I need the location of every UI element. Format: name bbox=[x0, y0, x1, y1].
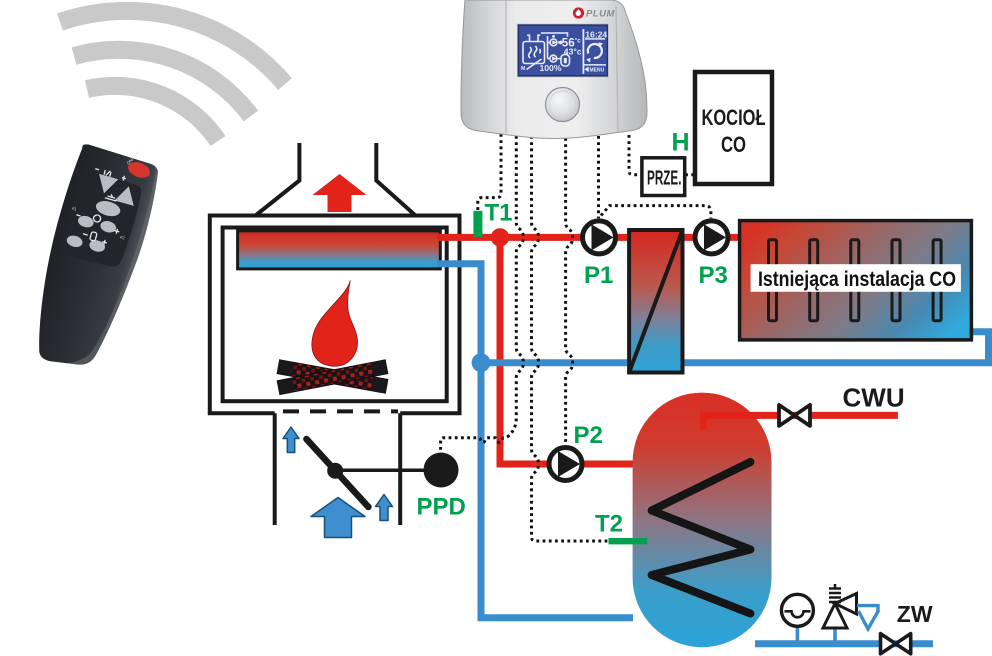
svg-text:100%: 100% bbox=[540, 63, 562, 73]
svg-text:P1: P1 bbox=[584, 262, 613, 289]
svg-text:Istniejąca instalacja CO: Istniejąca instalacja CO bbox=[758, 268, 956, 291]
svg-text:KOCIOŁ: KOCIOŁ bbox=[702, 105, 766, 130]
svg-text:#2: #2 bbox=[119, 234, 125, 240]
svg-text:T2: T2 bbox=[595, 511, 623, 538]
svg-text:°c: °c bbox=[575, 39, 581, 45]
svg-text:16:24: 16:24 bbox=[585, 29, 607, 39]
svg-text:P2: P2 bbox=[574, 422, 603, 449]
svg-text:MENU: MENU bbox=[590, 68, 605, 74]
svg-text:ZW: ZW bbox=[897, 601, 933, 627]
svg-text:CWU: CWU bbox=[843, 383, 905, 413]
svg-text:PPD: PPD bbox=[417, 494, 466, 521]
svg-text:H: H bbox=[672, 129, 690, 157]
svg-text:PRZE.: PRZE. bbox=[647, 168, 682, 190]
svg-text:56: 56 bbox=[562, 37, 575, 49]
svg-text:CO: CO bbox=[721, 132, 746, 157]
svg-text:43°c: 43°c bbox=[564, 47, 582, 57]
svg-text:M: M bbox=[521, 66, 525, 72]
svg-text:PLUM: PLUM bbox=[586, 9, 616, 20]
svg-text:T1: T1 bbox=[485, 200, 513, 227]
svg-text:P3: P3 bbox=[699, 262, 728, 289]
svg-text:#1: #1 bbox=[71, 205, 77, 211]
